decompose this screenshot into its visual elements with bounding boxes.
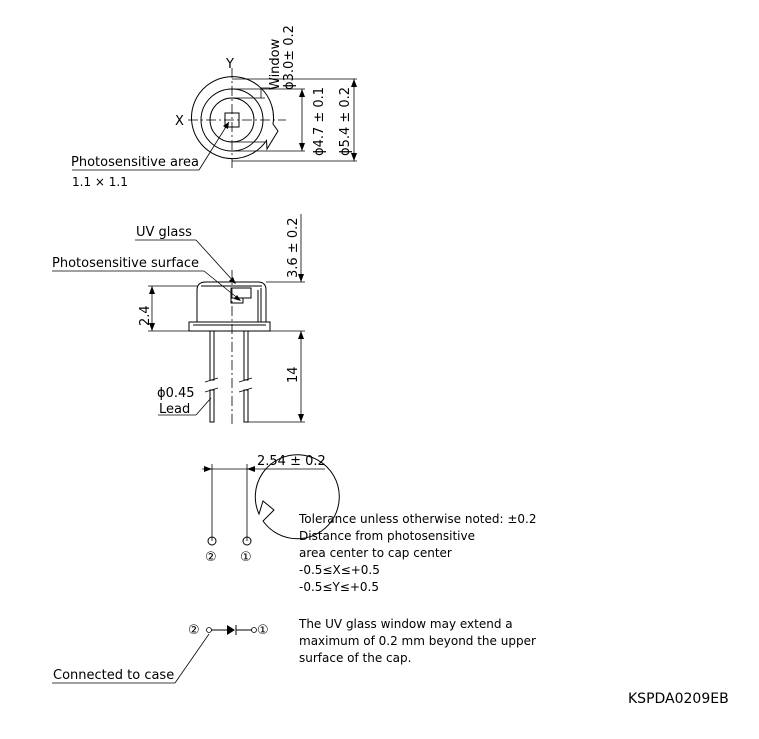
note-distance-1: Distance from photosensitive bbox=[299, 529, 475, 543]
photosensitive-surface-label: Photosensitive surface bbox=[52, 256, 199, 271]
dim-outer: ϕ5.4 ± 0.2 bbox=[338, 87, 353, 156]
diode-symbol bbox=[227, 625, 235, 635]
bottom-view-outline bbox=[254, 454, 340, 540]
pitch-dim: 2.54 ± 0.2 bbox=[257, 454, 326, 469]
doc-code: KSPDA0209EB bbox=[628, 691, 729, 707]
bottom-view: ② ① 2.54 ± 0.2 bbox=[202, 454, 340, 565]
note-uv-2: maximum of 0.2 mm beyond the upper bbox=[299, 634, 536, 648]
bottom-pin1-label: ① bbox=[240, 550, 252, 565]
schematic: ② ① Connected to case bbox=[52, 623, 269, 684]
side-view: UV glass Photosensitive surface 3.6 ± 0.… bbox=[52, 214, 305, 425]
window-label: Window bbox=[268, 38, 283, 90]
lead-length-dim: 14 bbox=[286, 366, 301, 383]
height-dim: 3.6 ± 0.2 bbox=[286, 217, 301, 278]
window-dim: ϕ3.0± 0.2 bbox=[282, 25, 297, 90]
dim-inner: ϕ4.7 ± 0.1 bbox=[312, 87, 327, 156]
top-view-flange-outline bbox=[191, 76, 279, 159]
note-y-range: -0.5≤Y≤+0.5 bbox=[299, 580, 379, 594]
flange-dim: 2.4 bbox=[138, 305, 153, 326]
lead-label: Lead bbox=[159, 402, 190, 417]
x-axis-label: X bbox=[175, 114, 184, 129]
note-tolerance: Tolerance unless otherwise noted: ±0.2 bbox=[298, 512, 537, 526]
uv-glass-label: UV glass bbox=[136, 225, 192, 240]
note-uv-3: surface of the cap. bbox=[299, 651, 411, 665]
top-view: Y X Window ϕ3.0± 0.2 ϕ4.7 ± 0.1 ϕ5.4 ± 0… bbox=[71, 25, 357, 189]
notes: Tolerance unless otherwise noted: ±0.2 D… bbox=[298, 512, 537, 665]
lead-dia-label: ϕ0.45 bbox=[157, 386, 195, 401]
photosensitive-area-size: 1.1 × 1.1 bbox=[72, 175, 128, 189]
photosensitive-area-label: Photosensitive area bbox=[71, 155, 199, 170]
y-axis-label: Y bbox=[225, 57, 234, 72]
note-x-range: -0.5≤X≤+0.5 bbox=[299, 563, 380, 577]
case-label: Connected to case bbox=[53, 668, 174, 683]
bottom-pin2-label: ② bbox=[205, 550, 217, 565]
note-uv-1: The UV glass window may extend a bbox=[298, 617, 513, 631]
flange bbox=[188, 321, 271, 332]
schematic-pin1: ① bbox=[257, 623, 269, 638]
note-distance-2: area center to cap center bbox=[299, 546, 452, 560]
schematic-pin2: ② bbox=[188, 623, 200, 638]
